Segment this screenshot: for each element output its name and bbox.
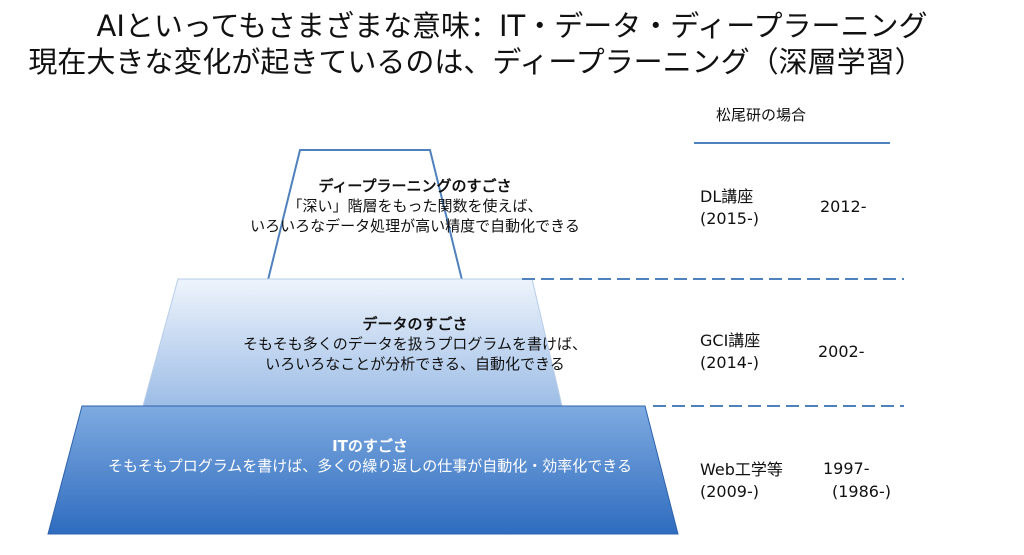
year-it-origin: (1986-) (832, 482, 891, 501)
tier-data-text: データのすごさ そもそも多くのデータを扱うプログラムを書けば、 いろいろなことが… (150, 314, 680, 374)
year-dl: 2012- (820, 197, 867, 216)
lab-header: 松尾研の場合 (716, 106, 807, 124)
year-data: 2002- (818, 342, 865, 361)
tier-deep-learning-text: ディープラーニングのすごさ 「深い」階層をもった関数を使えば、 いろいろなデータ… (150, 176, 680, 236)
year-it: 1997- (823, 459, 870, 478)
course-dl: DL講座 (700, 187, 754, 206)
tier-it-heading: ITのすごさ (332, 437, 408, 455)
tier-deep-learning-heading: ディープラーニングのすごさ (318, 177, 512, 195)
tier-data-line-2: いろいろなことが分析できる、自動化できる (265, 355, 565, 373)
title-line-2: 現在大きな変化が起きているのは、ディープラーニング（深層学習） (28, 45, 924, 79)
tier-deep-learning-line-1: 「深い」階層をもった関数を使えば、 (287, 197, 543, 215)
tier-data-heading: データのすごさ (362, 315, 468, 333)
tier-it-text: ITのすごさ そもそもプログラムを書けば、多くの繰り返しの仕事が自動化・効率化で… (40, 436, 700, 476)
tier-it-line-1: そもそもプログラムを書けば、多くの繰り返しの仕事が自動化・効率化できる (108, 457, 632, 475)
course-dl-years: (2015-) (700, 209, 759, 228)
tier-deep-learning-line-2: いろいろなデータ処理が高い精度で自動化できる (250, 217, 580, 235)
tier-data-line-1: そもそも多くのデータを扱うプログラムを書けば、 (243, 335, 587, 353)
course-gci: GCI講座 (700, 331, 761, 350)
course-gci-years: (2014-) (700, 353, 759, 372)
course-web: Web工学等 (700, 460, 783, 479)
course-web-years: (2009-) (700, 482, 759, 501)
title-line-1: AIといってもさまざまな意味：IT・データ・ディープラーニング (96, 9, 928, 43)
tier-it-shape (47, 405, 679, 535)
